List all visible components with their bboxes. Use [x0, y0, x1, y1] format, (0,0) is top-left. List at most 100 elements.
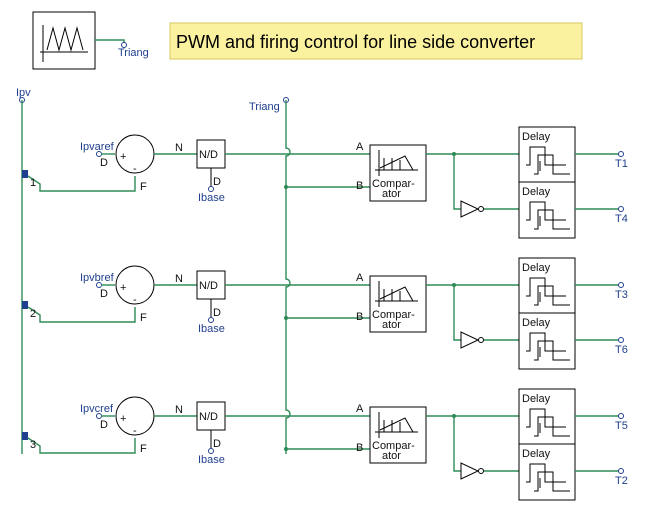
delay-icon-top [526, 277, 570, 306]
triang-source-wire [95, 39, 125, 45]
triang-source-label: Triang [118, 47, 149, 59]
output-pin-bottom[interactable] [618, 337, 624, 343]
bus-tap-marker [22, 301, 28, 309]
output-label-bottom: T4 [615, 213, 628, 225]
comparator-label-2: ator [382, 188, 401, 200]
comparator-label-2: ator [382, 319, 401, 331]
sum-plus-label: + [120, 151, 126, 163]
delay-icon-top [526, 146, 570, 175]
delay-icon-bottom [526, 463, 570, 492]
divider-label: N/D [199, 280, 218, 292]
output-pin-top[interactable] [618, 151, 624, 157]
inverter-block[interactable] [460, 331, 480, 349]
ref-d-label: D [100, 288, 108, 300]
bus-tap-marker [22, 432, 28, 440]
b-label: B [356, 442, 363, 454]
n-label: N [175, 273, 183, 285]
output-label-bottom: T6 [615, 344, 628, 356]
b-junction-dot [284, 185, 288, 189]
comparator-label-1: Compar- [372, 440, 415, 452]
delay-label-top: Delay [522, 262, 551, 274]
ref-label: Ipvbref [80, 272, 115, 284]
comparator-label-1: Compar- [372, 309, 415, 321]
comparator-label-1: Compar- [372, 178, 415, 190]
divider-label: N/D [199, 149, 218, 161]
triangle-generator-block[interactable]: Triang [32, 11, 149, 70]
ibase-pin[interactable] [208, 448, 214, 454]
bus-tap-label: 3 [30, 439, 36, 451]
page-title: PWM and firing control for line side con… [176, 32, 535, 52]
ref-label: Ipvcref [80, 403, 114, 415]
delay-icon-bottom [526, 201, 570, 230]
output-label-top: T1 [615, 158, 628, 170]
triangle-wave-icon [46, 26, 84, 52]
delay-icon-bottom [526, 332, 570, 361]
sum-plus-label: + [120, 413, 126, 425]
inverter-bubble [478, 337, 484, 343]
triangle-generator-box[interactable] [32, 11, 96, 70]
divider-label: N/D [199, 411, 218, 423]
comparator-icon [375, 281, 418, 307]
sum-f-label: F [140, 443, 147, 455]
delay-label-bottom: Delay [522, 317, 551, 329]
inverter-in-wire [453, 285, 461, 341]
a-label: A [356, 272, 364, 284]
a-label: A [356, 141, 364, 153]
ibase-label: Ibase [198, 454, 225, 466]
sum-minus-label: - [133, 294, 137, 306]
ibase-label: Ibase [198, 192, 225, 204]
triang-feed-wire [285, 100, 291, 454]
output-label-top: T5 [615, 420, 628, 432]
sum-f-label: F [140, 181, 147, 193]
ibase-pin[interactable] [208, 317, 214, 323]
inverter-in-wire [453, 154, 461, 210]
ibase-pin[interactable] [208, 186, 214, 192]
ref-d-label: D [100, 419, 108, 431]
n-label: N [175, 404, 183, 416]
ipv-label: Ipv [16, 87, 31, 99]
divider-block[interactable] [196, 401, 226, 431]
bus-tap-label: 1 [30, 177, 36, 189]
bus-tap-marker [22, 170, 28, 178]
title-box [169, 22, 583, 60]
triang-feed-label: Triang [249, 101, 280, 113]
b-label: B [356, 311, 363, 323]
delay-label-top: Delay [522, 393, 551, 405]
inverter-block[interactable] [460, 462, 480, 480]
sum-minus-label: - [133, 425, 137, 437]
output-pin-bottom[interactable] [618, 206, 624, 212]
output-pin-top[interactable] [618, 282, 624, 288]
triang-source-pin[interactable] [121, 42, 127, 48]
sum-minus-label: - [133, 163, 137, 175]
divider-d-label: D [213, 176, 221, 188]
output-pin-top[interactable] [618, 413, 624, 419]
triang-feed: Triang [249, 97, 291, 454]
inverter-bubble [478, 206, 484, 212]
output-pin-bottom[interactable] [618, 468, 624, 474]
a-label: A [356, 403, 364, 415]
comparator-label-2: ator [382, 450, 401, 462]
inverter-in-wire [453, 416, 461, 472]
delay-icon-top [526, 408, 570, 437]
delay-block-bottom[interactable] [518, 443, 576, 501]
ibase-label: Ibase [198, 323, 225, 335]
delay-label-bottom: Delay [522, 186, 551, 198]
divider-d-label: D [213, 307, 221, 319]
feedback-wire [27, 306, 136, 323]
delay-label-top: Delay [522, 131, 551, 143]
title-banner: PWM and firing control for line side con… [169, 22, 583, 60]
inverter-block[interactable] [460, 200, 480, 218]
comparator-icon [375, 412, 418, 438]
n-label: N [175, 142, 183, 154]
ipv-bus: Ipv [16, 87, 31, 454]
delay-label-bottom: Delay [522, 448, 551, 460]
b-junction-dot [284, 316, 288, 320]
inverter-bubble [478, 468, 484, 474]
ref-label: Ipvaref [80, 141, 115, 153]
output-label-bottom: T2 [615, 475, 628, 487]
